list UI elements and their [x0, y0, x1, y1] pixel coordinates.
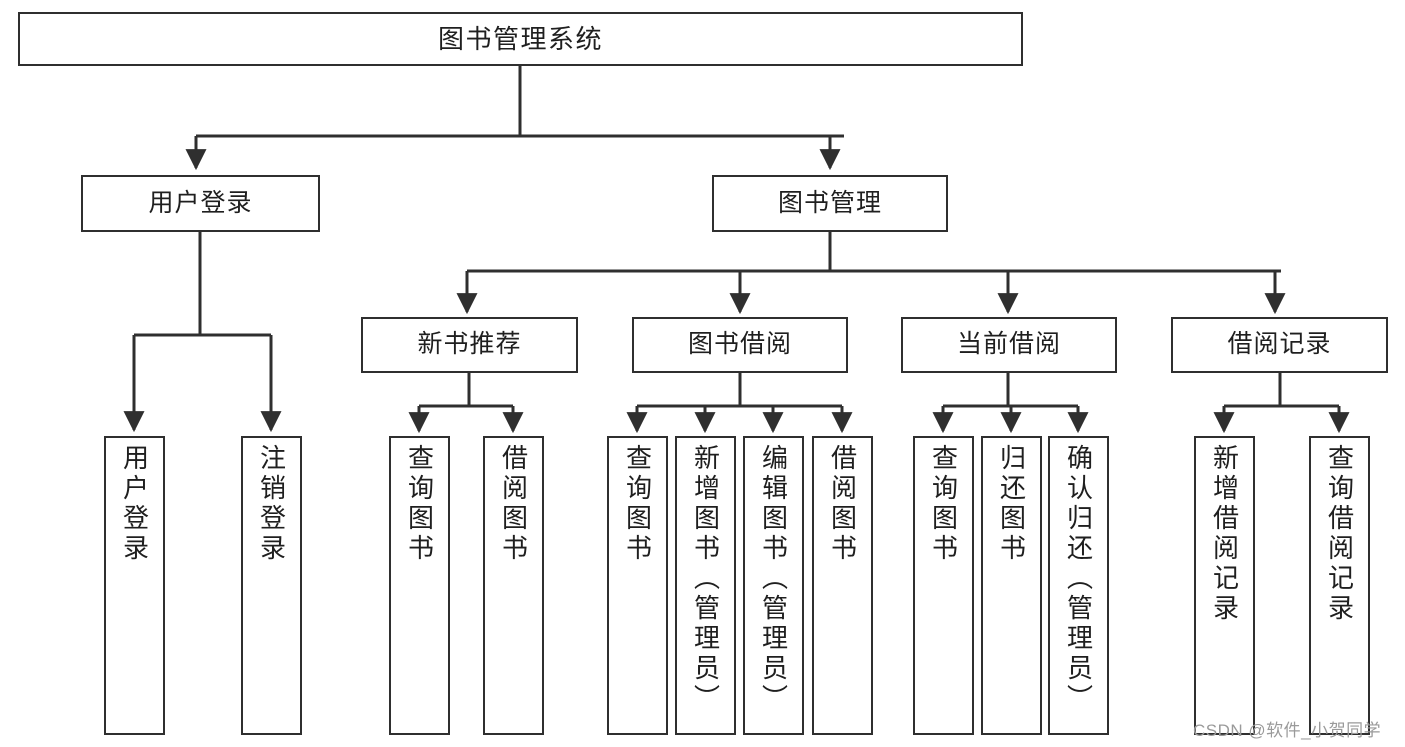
leaf-new-book-query-book[interactable]: 查询图书 [389, 436, 450, 735]
node-label: 查询借阅记录 [1324, 444, 1355, 624]
node-current-borrowing[interactable]: 当前借阅 [901, 317, 1117, 373]
node-label: 借阅记录 [1227, 330, 1332, 359]
leaf-book-borrow-query-book[interactable]: 查询图书 [607, 436, 668, 735]
node-root-book-management-system[interactable]: 图书管理系统 [18, 12, 1023, 66]
node-book-management[interactable]: 图书管理 [712, 175, 948, 232]
node-label: 借阅图书 [827, 444, 858, 564]
csdn-watermark: CSDN @软件_小贺同学 [1193, 721, 1382, 740]
node-user-login[interactable]: 用户登录 [81, 175, 320, 232]
node-book-borrowing[interactable]: 图书借阅 [632, 317, 848, 373]
leaf-current-borrow-return-book[interactable]: 归还图书 [981, 436, 1042, 735]
node-label: 借阅图书 [498, 444, 529, 564]
leaf-book-borrow-add-book-admin[interactable]: 新增图书（管理员） [675, 436, 736, 735]
node-label: 新书推荐 [417, 330, 522, 359]
node-borrowing-record[interactable]: 借阅记录 [1171, 317, 1388, 373]
node-label: 编辑图书（管理员） [758, 444, 789, 714]
leaf-book-borrow-borrow-book[interactable]: 借阅图书 [812, 436, 873, 735]
node-label: 图书管理系统 [437, 23, 603, 54]
node-label: 当前借阅 [956, 330, 1061, 359]
node-new-book-recommendation[interactable]: 新书推荐 [361, 317, 578, 373]
leaf-user-login-logout[interactable]: 注销登录 [241, 436, 302, 735]
node-label: 归还图书 [996, 444, 1027, 564]
leaf-borrow-record-query-record[interactable]: 查询借阅记录 [1309, 436, 1370, 735]
leaf-current-borrow-query-book[interactable]: 查询图书 [913, 436, 974, 735]
leaf-borrow-record-add-record[interactable]: 新增借阅记录 [1194, 436, 1255, 735]
node-label: 用户登录 [148, 188, 253, 217]
node-label: 新增图书（管理员） [690, 444, 721, 714]
node-label: 注销登录 [256, 444, 287, 564]
node-label: 查询图书 [622, 444, 653, 564]
node-label: 查询图书 [404, 444, 435, 564]
leaf-user-login-login[interactable]: 用户登录 [104, 436, 165, 735]
node-label: 新增借阅记录 [1209, 444, 1240, 624]
node-label: 图书借阅 [687, 330, 792, 359]
leaf-book-borrow-edit-book-admin[interactable]: 编辑图书（管理员） [743, 436, 804, 735]
node-label: 图书管理 [777, 188, 882, 217]
node-label: 确认归还（管理员） [1063, 444, 1094, 714]
node-label: 查询图书 [928, 444, 959, 564]
leaf-new-book-borrow-book[interactable]: 借阅图书 [483, 436, 544, 735]
leaf-current-borrow-confirm-return-admin[interactable]: 确认归还（管理员） [1048, 436, 1109, 735]
node-label: 用户登录 [119, 444, 150, 564]
